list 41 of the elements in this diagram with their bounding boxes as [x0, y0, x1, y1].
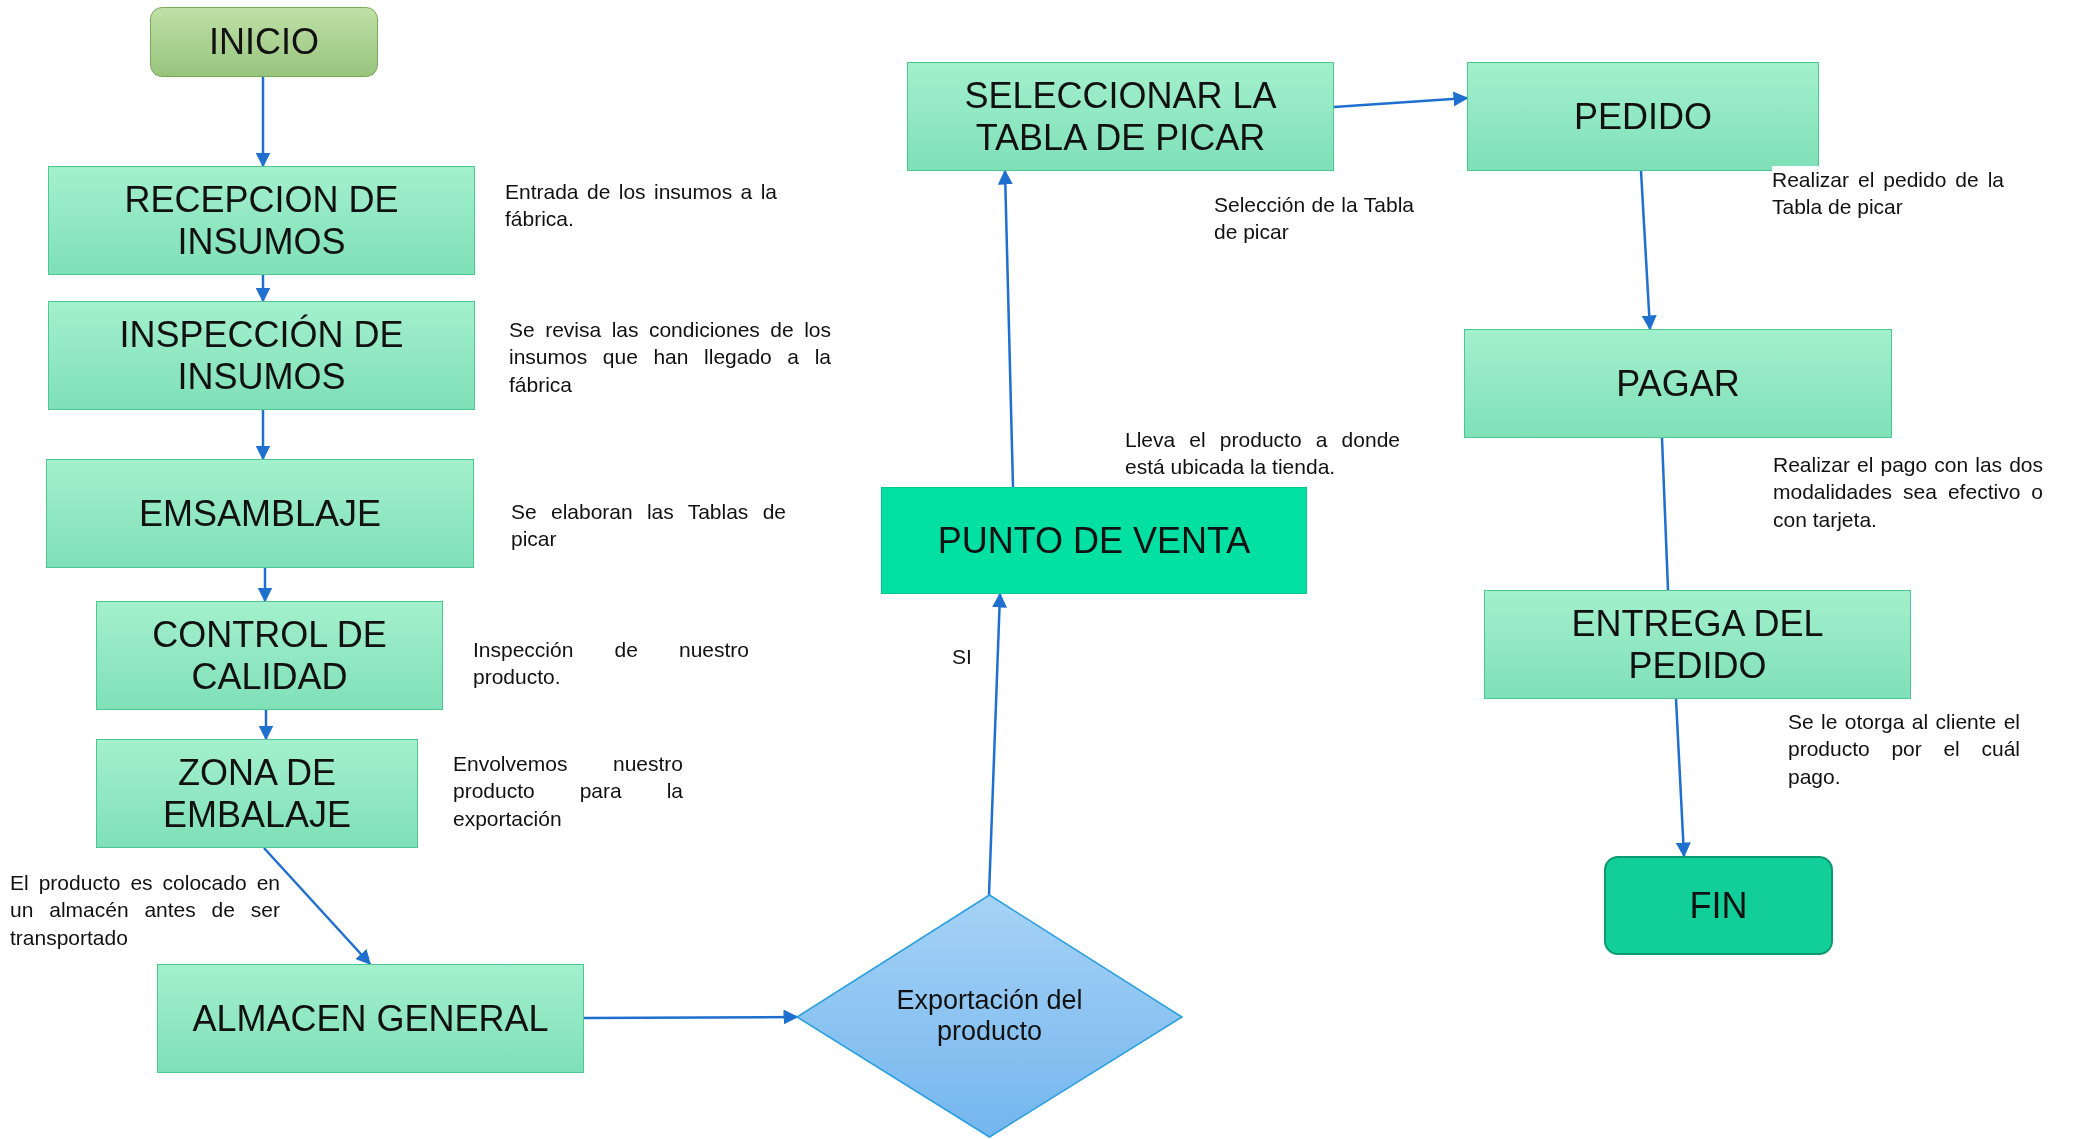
process-box	[96, 601, 443, 710]
box-label: ALMACEN GENERAL	[192, 997, 549, 1040]
box-label: Exportación del producto	[895, 984, 1084, 1048]
box-label: INSPECCIÓN DE INSUMOS	[118, 314, 405, 397]
arrow	[255, 275, 271, 303]
start-box	[150, 7, 378, 77]
process-box	[1467, 62, 1819, 171]
arrow	[584, 1009, 799, 1025]
arrow	[255, 77, 271, 168]
end-box	[1604, 856, 1833, 955]
box-label: RECEPCION DE INSUMOS	[123, 179, 400, 262]
process-box	[46, 459, 474, 568]
process-box	[1484, 590, 1911, 699]
box-label: PAGAR	[1616, 362, 1740, 405]
process-box	[48, 166, 475, 275]
arrow	[258, 710, 274, 741]
arrow	[987, 592, 1007, 896]
arrow	[255, 410, 271, 461]
box-label: CONTROL DE CALIDAD	[151, 614, 388, 697]
arrow	[257, 568, 273, 603]
box-label: ENTREGA DEL PEDIDO	[1570, 603, 1825, 686]
process-box	[1464, 329, 1892, 438]
arrow	[1639, 170, 1657, 331]
box-label: FIN	[1689, 884, 1748, 927]
process-box	[907, 62, 1334, 171]
arrow	[1674, 698, 1691, 858]
arrow	[1333, 91, 1469, 109]
arrow	[997, 169, 1015, 488]
box-label: PUNTO DE VENTA	[937, 519, 1251, 562]
description-text: Realizar el pedido de la Tabla de picar	[1772, 166, 2004, 221]
decision-diamond	[797, 895, 1182, 1137]
box-label: EMSAMBLAJE	[138, 492, 382, 535]
process-box	[48, 301, 475, 410]
process-box	[157, 964, 584, 1073]
arrow	[263, 847, 371, 966]
process-box	[881, 487, 1307, 594]
box-label: PEDIDO	[1574, 95, 1712, 138]
box-label: ZONA DE EMBALAJE	[161, 752, 353, 835]
process-box	[96, 739, 418, 848]
box-label: SELECCIONAR LA TABLA DE PICAR	[963, 75, 1278, 158]
box-label: INICIO	[209, 21, 319, 63]
